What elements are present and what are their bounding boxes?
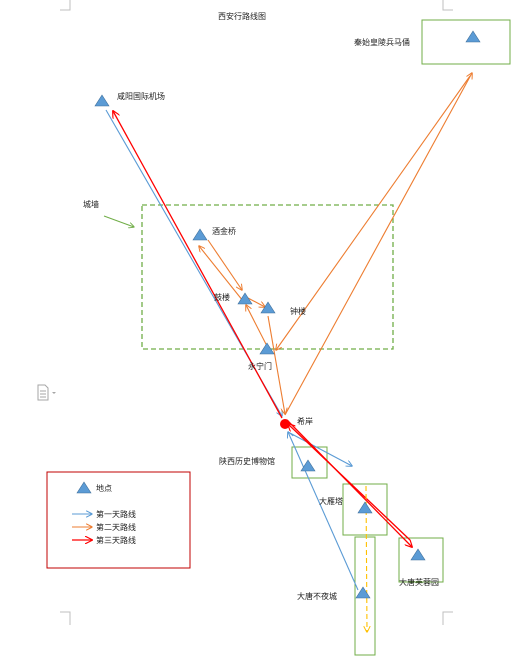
yongningmen-marker-icon	[259, 342, 275, 355]
big-goose-marker-icon	[357, 501, 373, 514]
day1-night-to-hotel	[288, 432, 359, 591]
legend-day2-label: 第二天路线	[96, 522, 136, 532]
day2-gulou-to-zhonglou	[247, 297, 265, 307]
jiujinqiao-marker-icon	[192, 228, 208, 241]
location-markers	[94, 30, 481, 599]
label-gulou: 鼓楼	[214, 292, 230, 302]
city-wall-pointer-arrow	[103, 215, 134, 227]
terracotta-marker-icon	[465, 30, 481, 43]
city-wall-box	[141, 204, 394, 350]
zhonglou-marker-icon	[260, 301, 276, 314]
legend: 地点 第一天路线 第二天路线 第三天路线	[46, 471, 191, 569]
day2-gulou-to-jiujinqiao	[199, 246, 244, 302]
legend-day1-label: 第一天路线	[96, 509, 136, 519]
label-hotel: 希岸	[297, 416, 313, 426]
label-zhonglou: 钟楼	[290, 306, 306, 316]
label-jiujinqiao: 酒金桥	[212, 226, 236, 236]
day2-jiujinqiao-to-gulou	[207, 239, 242, 290]
day3-hotel-to-airport	[113, 111, 283, 419]
day3-hotel-to-tang-paradise	[286, 419, 412, 547]
museum-marker-icon	[300, 459, 316, 472]
hotel-marker-icon	[280, 419, 290, 429]
day3-routes	[113, 111, 412, 547]
terracotta-box	[421, 19, 511, 65]
airport-marker-icon	[94, 94, 110, 107]
label-big-goose: 大雁塔	[319, 496, 343, 506]
legend-location-marker-icon	[76, 481, 92, 494]
day1-hotel-to-big-goose	[287, 431, 352, 466]
label-terracotta: 秦始皇陵兵马俑	[354, 37, 410, 47]
big-goose-box	[342, 483, 388, 536]
tang-night-box	[354, 536, 376, 656]
label-yongningmen: 永宁门	[248, 361, 272, 371]
day2-terracotta-to-yongningmen	[276, 75, 471, 350]
legend-day3-label: 第三天路线	[96, 535, 136, 545]
tang-night-marker-icon	[355, 586, 371, 599]
day2-hotel-to-terracotta	[284, 73, 472, 416]
day3-tang-paradise-to-hotel	[288, 424, 411, 541]
label-tang-night: 大唐不夜城	[297, 591, 337, 601]
label-city-wall: 城墙	[83, 199, 99, 209]
museum-box	[291, 446, 328, 479]
map-title: 西安行路线图	[218, 11, 266, 21]
label-museum: 陕西历史博物馆	[219, 456, 275, 466]
tang-paradise-marker-icon	[410, 548, 426, 561]
legend-border	[46, 471, 191, 569]
tang-paradise-box	[398, 537, 444, 583]
label-tang-paradise: 大唐芙蓉园	[399, 577, 439, 587]
page-corner-marks	[60, 0, 453, 625]
day2-zhonglou-to-hotel	[267, 315, 285, 414]
gulou-marker-icon	[237, 292, 253, 305]
day2-routes	[199, 73, 472, 416]
legend-location-label: 地点	[96, 483, 112, 493]
document-options-icon[interactable]	[36, 384, 58, 402]
label-airport: 咸阳国际机场	[117, 91, 165, 101]
